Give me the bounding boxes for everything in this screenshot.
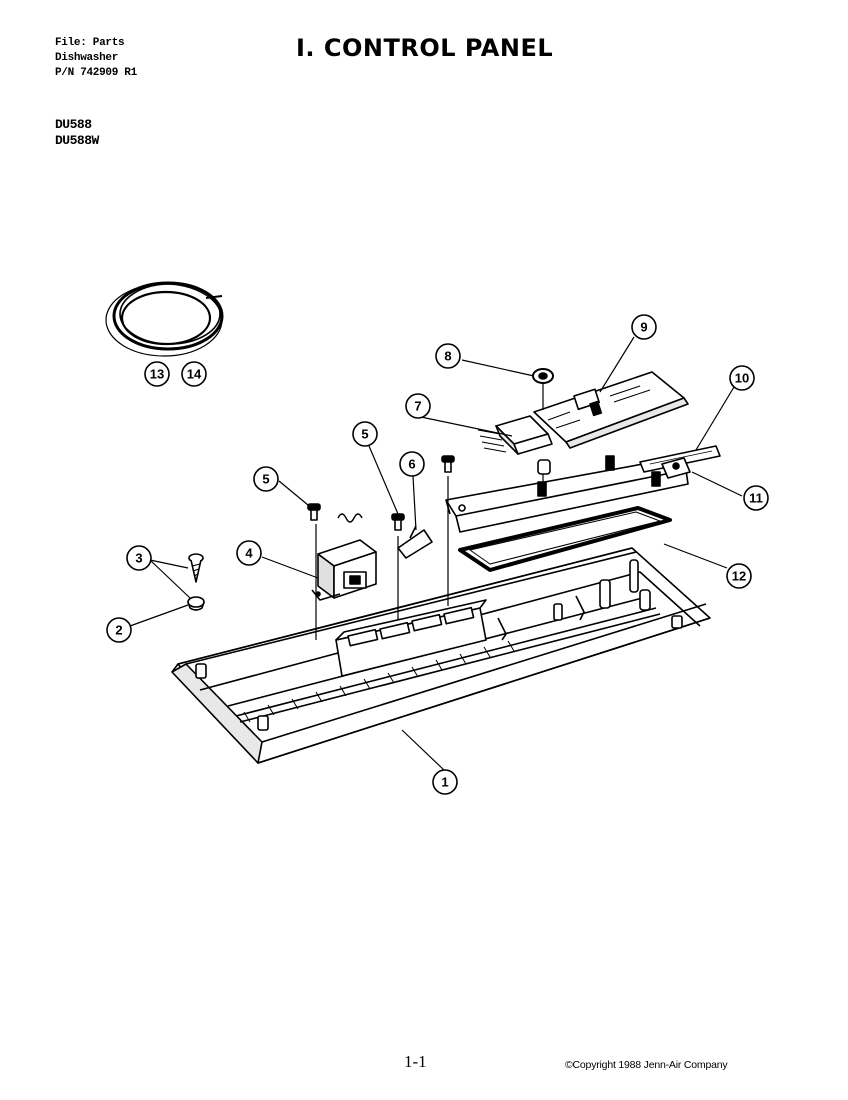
callout-5b: [352, 421, 378, 447]
callout-label: 6: [408, 457, 415, 472]
screw: [441, 455, 455, 473]
copyright-notice: ©Copyright 1988 Jenn-Air Company: [565, 1059, 728, 1071]
gasket: [458, 506, 672, 572]
callout-5: [253, 466, 279, 492]
file-label: File: Parts: [55, 37, 125, 49]
callout-label: 7: [414, 399, 421, 414]
callout-12: [726, 563, 752, 589]
screw: [391, 513, 405, 531]
wire-harness-coil: [105, 281, 224, 357]
control-panel-housing: [171, 547, 711, 764]
callout-3: [126, 545, 152, 571]
callout-label: 14: [187, 367, 202, 382]
callout-label: 8: [444, 349, 451, 364]
callout-label: 12: [732, 569, 746, 584]
callout-2: [106, 617, 132, 643]
screw: [307, 503, 321, 521]
callout-label: 3: [135, 551, 142, 566]
callout-4: [236, 540, 262, 566]
leader-lines: [129, 336, 743, 772]
connector-block: [477, 415, 553, 475]
callout-label: 9: [640, 320, 647, 335]
callout-1: [432, 769, 458, 795]
callout-label: 13: [150, 367, 164, 382]
callout-label: 1: [441, 775, 448, 790]
callout-10: [729, 365, 755, 391]
clip: [661, 457, 691, 479]
callout-label: 4: [245, 546, 253, 561]
part-number-label: P/N 742909 R1: [55, 67, 137, 79]
grommet: [187, 596, 205, 611]
page-number: 1-1: [404, 1052, 427, 1071]
callout-label: 5: [361, 427, 368, 442]
callout-14: [181, 361, 207, 387]
callout-label: 2: [115, 623, 122, 638]
callout-label: 11: [749, 491, 763, 506]
circuit-board: [533, 371, 689, 449]
product-label: Dishwasher: [55, 52, 119, 64]
callout-6: [399, 451, 425, 477]
callout-13: [144, 361, 170, 387]
callout-7: [405, 393, 431, 419]
callout-9: [631, 314, 657, 340]
callout-8: [435, 343, 461, 369]
spring: [337, 513, 363, 523]
mounting-bracket: [445, 455, 689, 533]
knob: [532, 368, 554, 384]
small-bracket: [397, 525, 433, 559]
model-number: DU588W: [55, 133, 99, 148]
callout-label: 5: [262, 472, 269, 487]
model-number: DU588: [55, 117, 92, 132]
screw-3: [188, 553, 204, 583]
page-title: I. CONTROL PANEL: [296, 34, 554, 62]
callout-label: 10: [735, 371, 749, 386]
transformer: [311, 539, 377, 601]
callout-11: [743, 485, 769, 511]
